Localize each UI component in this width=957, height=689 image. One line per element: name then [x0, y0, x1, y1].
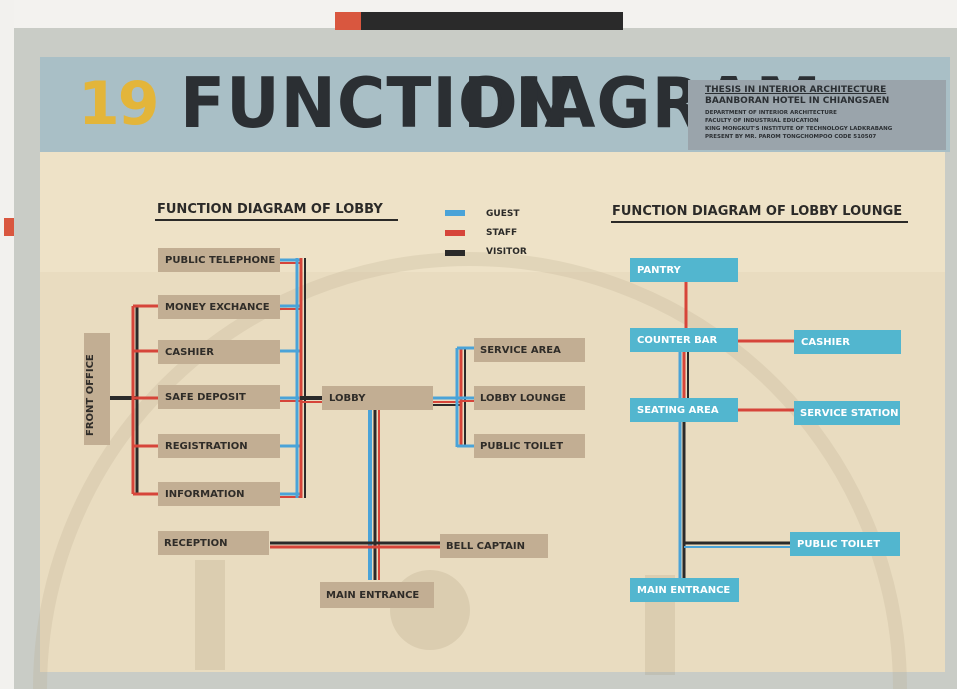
pantry-box: PANTRY — [630, 258, 738, 282]
cashier-box: CASHIER — [158, 340, 280, 364]
public-toilet-box: PUBLIC TOILET — [474, 434, 585, 458]
legend-staff-swatch — [445, 230, 465, 236]
lobby-heading-underline — [155, 219, 398, 221]
front-office-box — [84, 333, 110, 445]
main-entrance-box: MAIN ENTRANCE — [320, 582, 434, 608]
reception-box: RECEPTION — [158, 531, 269, 555]
thesis-info-box — [688, 80, 946, 150]
adjacent-sheet-red-tab — [4, 218, 14, 236]
service-station-box: SERVICE STATION — [794, 401, 900, 425]
watermark-ring-icon — [33, 252, 907, 689]
thesis-department: DEPARTMENT OF INTERIOR ARCHITECTURE — [705, 110, 837, 116]
hotel-name: BAANBORAN HOTEL IN CHIANGSAEN — [705, 96, 890, 106]
bell-captain-box: BELL CAPTAIN — [440, 534, 548, 558]
lobby-connectors — [110, 258, 474, 580]
lounge-cashier-box: CASHIER — [794, 330, 901, 354]
information-box: INFORMATION — [158, 482, 280, 506]
front-office-label: FRONT OFFICE — [85, 354, 96, 436]
legend-staff-label: STAFF — [486, 228, 518, 238]
legend-visitor-label: VISITOR — [486, 247, 527, 257]
lobby-diagram-heading: FUNCTION DIAGRAM OF LOBBY — [157, 202, 383, 217]
registration-box: REGISTRATION — [158, 434, 280, 458]
money-exchange-box: MONEY EXCHANCE — [158, 295, 280, 319]
photo-left-margin — [0, 0, 14, 689]
seating-area-box: SEATING AREA — [630, 398, 738, 422]
lounge-public-toilet-box: PUBLIC TOILET — [790, 532, 900, 556]
title-function: FUNCTION — [180, 63, 572, 144]
thesis-faculty: FACULTY OF INDUSTRIAL EDUCATION — [705, 118, 819, 124]
lobby-box: LOBBY — [322, 386, 433, 410]
thesis-presenter: PRESENT BY MR. PAROM TONGCHOMPOO CODE 51… — [705, 134, 877, 140]
legend-guest-label: GUEST — [486, 209, 520, 219]
sheet-number: 19 — [78, 69, 159, 139]
lobby-lounge-box: LOBBY LOUNGE — [474, 386, 585, 410]
counter-bar-box: COUNTER BAR — [630, 328, 738, 352]
legend-visitor-swatch — [445, 250, 465, 256]
service-area-box: SERVICE AREA — [474, 338, 585, 362]
lounge-connectors — [678, 282, 794, 578]
safe-deposit-box: SAFE DEPOSIT — [158, 385, 280, 409]
adjacent-sheet-red-edge — [335, 12, 361, 30]
watermark-tower-left-icon — [195, 560, 225, 670]
lounge-diagram-heading: FUNCTION DIAGRAM OF LOBBY LOUNGE — [612, 204, 903, 219]
lounge-heading-underline — [611, 221, 908, 223]
thesis-title: THESIS IN INTERIOR ARCHITECTURE — [705, 85, 887, 95]
adjacent-sheet-dark-edge — [361, 12, 623, 30]
legend-guest-swatch — [445, 210, 465, 216]
public-telephone-box: PUBLIC TELEPHONE — [158, 248, 280, 272]
thesis-institute: KING MONGKUT'S INSTITUTE OF TECHNOLOGY L… — [705, 126, 893, 132]
lounge-main-entrance-box: MAIN ENTRANCE — [630, 578, 739, 602]
